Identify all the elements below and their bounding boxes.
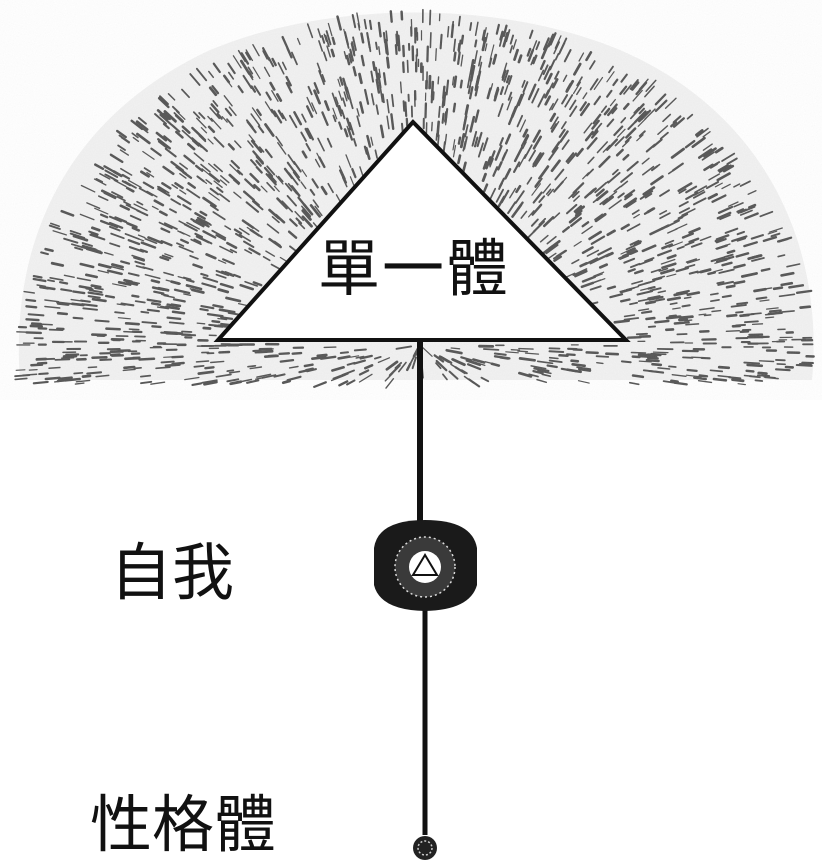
ego-triangle-icon — [411, 553, 439, 576]
personality-seed-ring — [417, 840, 433, 856]
ego-emblem — [374, 520, 477, 611]
personality-seed — [413, 836, 437, 860]
ego-label: 自我 — [30, 530, 255, 620]
personality-label: 性格體 — [40, 790, 320, 862]
monad-label: 單一體 — [318, 232, 511, 305]
personality-seed-dot — [413, 836, 437, 860]
